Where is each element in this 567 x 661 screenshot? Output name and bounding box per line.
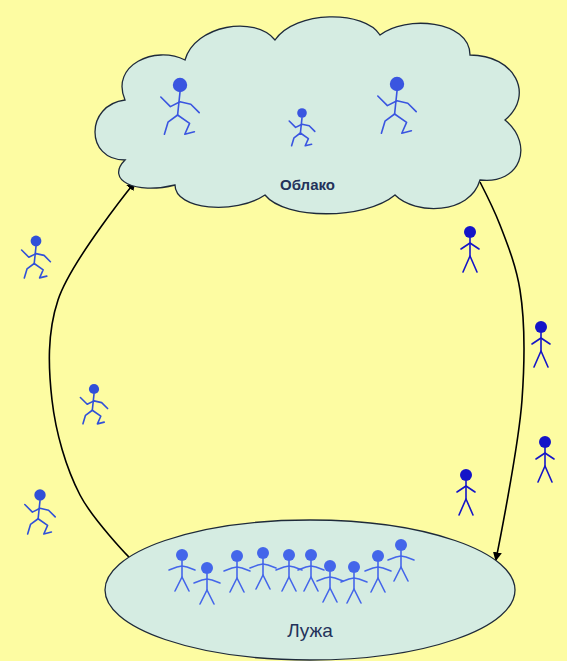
- stick-figure: [388, 539, 414, 581]
- stick-figure: [317, 560, 343, 602]
- cloud-body: [95, 17, 521, 214]
- stick-figure: [457, 469, 475, 515]
- stick-figure: [378, 77, 416, 133]
- stick-figure: [25, 489, 55, 534]
- stick-figure: [365, 550, 391, 592]
- node-label: Облако: [280, 176, 335, 193]
- stick-figure: [250, 547, 276, 589]
- stick-figure: [532, 321, 550, 367]
- stick-figure: [169, 549, 195, 591]
- stick-figure: [80, 384, 107, 424]
- cloud-shape: Облако: [85, 10, 530, 215]
- puddle-shape: Лужа: [105, 520, 515, 660]
- stick-figure: [536, 436, 554, 482]
- puddle-body: [105, 520, 515, 660]
- cycle-arrow: [49, 182, 135, 557]
- stick-figure: [289, 108, 315, 146]
- stick-figure: [224, 550, 250, 592]
- stick-figure: [341, 561, 367, 603]
- stick-figure: [298, 549, 324, 591]
- stick-figure: [161, 78, 199, 134]
- cycle-arrow: [480, 182, 524, 560]
- stick-figure: [194, 562, 220, 604]
- node-label: Лужа: [287, 620, 333, 642]
- stick-figure: [22, 236, 51, 278]
- stick-figure: [461, 226, 479, 272]
